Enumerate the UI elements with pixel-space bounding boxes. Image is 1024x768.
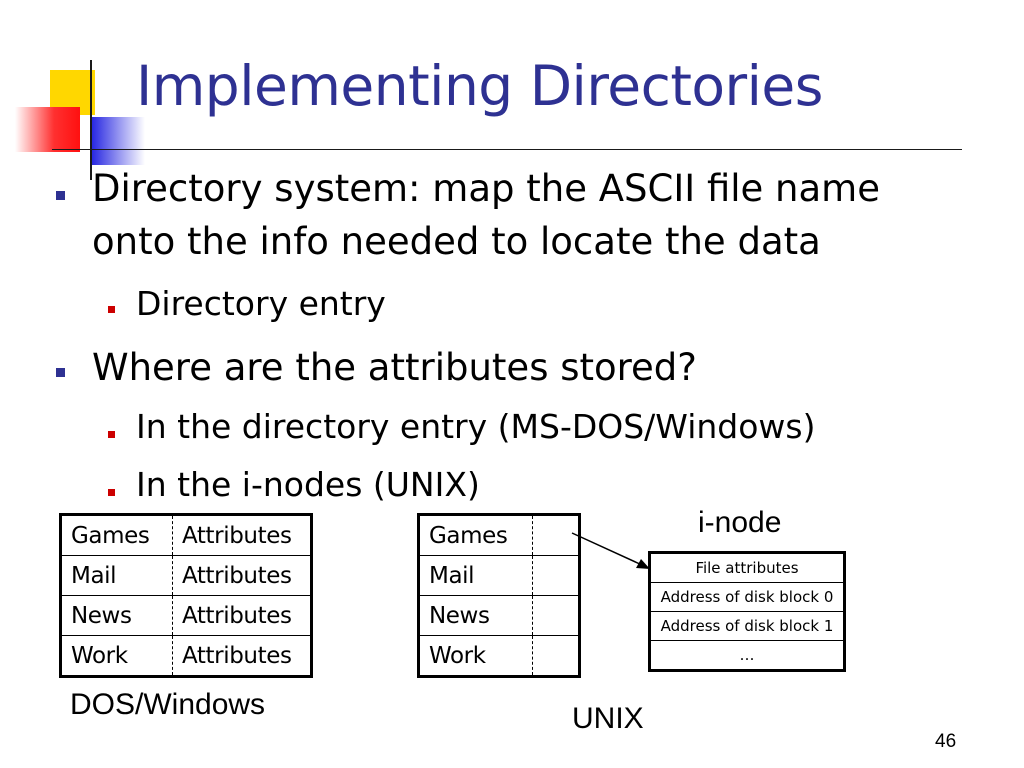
entry-attributes-cell: Attributes [172,595,312,636]
inode-row: Address of disk block 1 [649,611,845,641]
table-row: Games [418,514,580,556]
unix-directory-table: Games Mail News Work [417,513,581,678]
bullet-square-icon [56,191,65,200]
table-row: Work Attributes [60,635,312,677]
slide-title: Implementing Directories [136,54,823,118]
dos-directory-table: Games Attributes Mail Attributes News At… [59,513,313,678]
entry-attributes-cell: Attributes [172,555,312,596]
inode-pointer-cell [532,595,580,636]
entry-attributes-cell: Attributes [172,635,312,677]
inode-pointer-cell [532,635,580,677]
sub-bullet-square-icon [108,489,115,496]
bullet-1-line-1: Directory system: map the ASCII file nam… [92,167,880,210]
table-row: … [649,640,845,671]
table-row: Mail [418,555,580,596]
entry-name-cell: Work [60,635,173,677]
table-row: News Attributes [60,595,312,636]
slide-logo-decoration [15,60,145,180]
inode-table: File attributes Address of disk block 0 … [648,551,846,672]
entry-name-cell: Games [418,514,533,556]
bullet-1-line-2: onto the info needed to locate the data [92,220,821,263]
sub-bullet-ms-dos: In the directory entry (MS-DOS/Windows) [136,407,816,446]
inode-row: … [649,640,845,671]
sub-bullet-square-icon [108,306,115,313]
table-row: News [418,595,580,636]
table-row: File attributes [649,552,845,583]
bullet-2: Where are the attributes stored? [92,346,697,389]
sub-bullet-unix: In the i-nodes (UNIX) [136,465,480,504]
entry-name-cell: Work [418,635,533,677]
entry-attributes-cell: Attributes [172,514,312,556]
unix-caption: UNIX [572,702,644,735]
sub-bullet-square-icon [108,431,115,438]
inode-row: Address of disk block 0 [649,582,845,612]
entry-name-cell: News [60,595,173,636]
entry-name-cell: Games [60,514,173,556]
inode-pointer-cell [532,555,580,596]
entry-name-cell: Mail [418,555,533,596]
inode-row: File attributes [649,552,845,583]
table-row: Work [418,635,580,677]
page-number: 46 [935,731,957,752]
inode-label: i-node [698,506,782,539]
table-row: Games Attributes [60,514,312,556]
table-row: Mail Attributes [60,555,312,596]
entry-name-cell: News [418,595,533,636]
dos-windows-caption: DOS/Windows [70,688,266,721]
title-rule [52,149,962,150]
entry-name-cell: Mail [60,555,173,596]
bullet-square-icon [56,368,65,377]
sub-bullet-directory-entry: Directory entry [136,284,386,323]
table-row: Address of disk block 0 [649,582,845,612]
table-row: Address of disk block 1 [649,611,845,641]
pointer-arrow [571,532,650,569]
